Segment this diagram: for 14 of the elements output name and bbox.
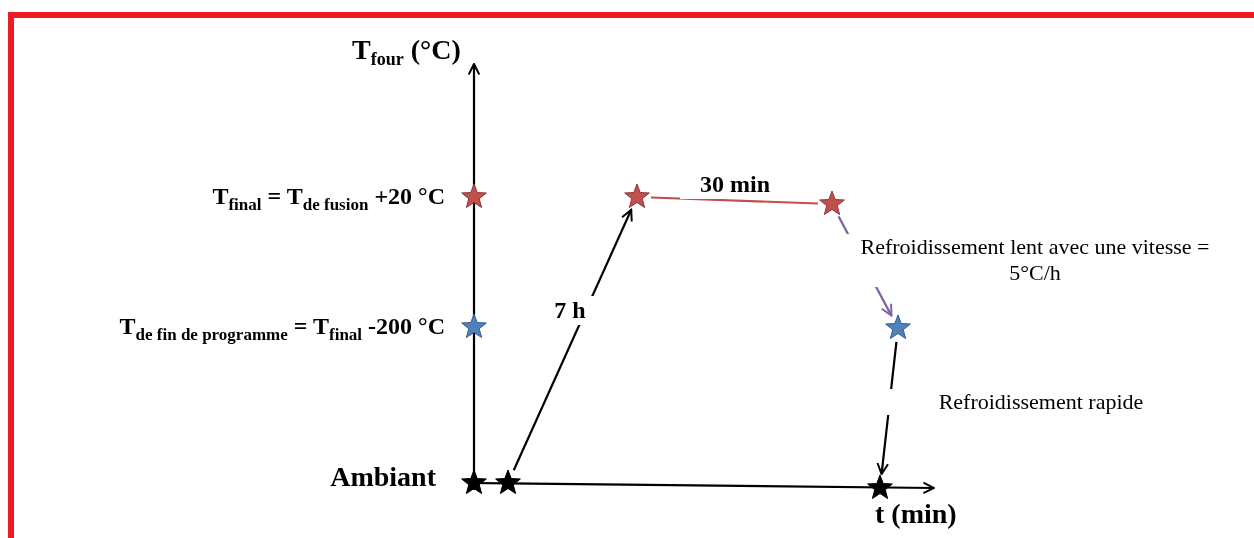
- star-icon: [460, 183, 488, 211]
- level-label: T$_{de fin de programme}$ = T$_{final}$ -200 °C: [119, 314, 445, 343]
- star-icon: [818, 190, 846, 218]
- star-icon: [884, 314, 912, 342]
- axis-title: t (min): [875, 500, 957, 528]
- star-icon: [460, 469, 488, 497]
- level-label: Ambiant: [330, 463, 436, 491]
- star-icon: [460, 313, 488, 341]
- axis-title: T$_{four}$ (°C): [352, 36, 461, 68]
- star-icon: [494, 469, 522, 497]
- arrow: [512, 208, 633, 471]
- star-icon: [866, 474, 894, 502]
- star-icon: [623, 183, 651, 211]
- level-label: T$_{final}$ = T$_{de fusion}$ +20 °C: [212, 184, 445, 213]
